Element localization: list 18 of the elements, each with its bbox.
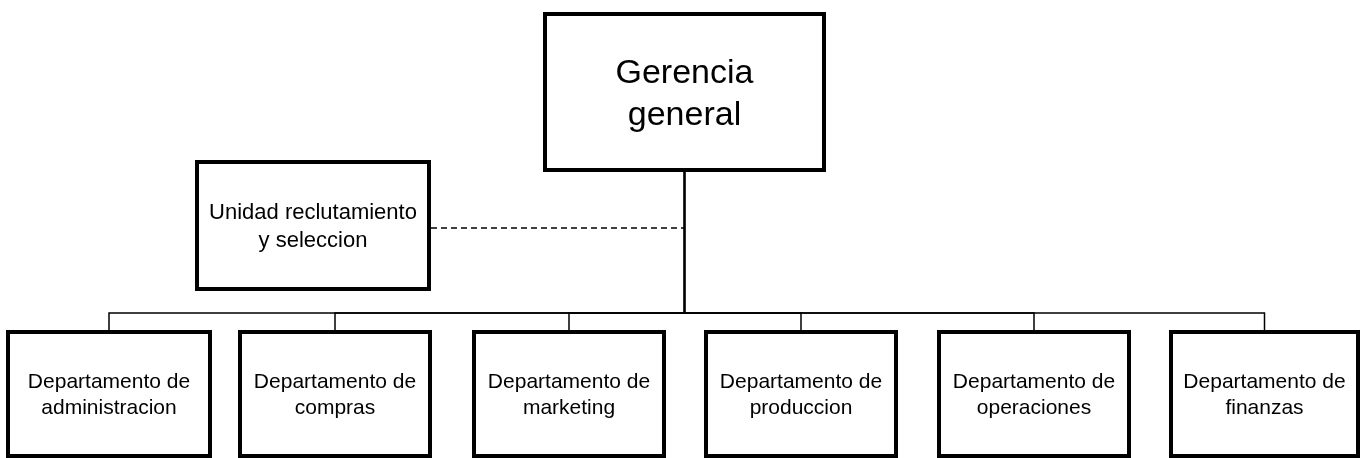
department-box (238, 330, 432, 458)
dashed-connector (430, 227, 686, 229)
staff-unit-box (195, 160, 431, 291)
box-text: Departamento de operaciones (951, 367, 1117, 420)
department-box (937, 330, 1131, 458)
connector-line (683, 171, 1266, 331)
box-text: Unidad reclutamiento y seleccion (209, 198, 417, 253)
box-text: Departamento de produccion (718, 367, 884, 420)
box-text: Departamento de finanzas (1182, 367, 1347, 420)
manager-box (543, 12, 826, 172)
box-text: Departamento de compras (252, 367, 418, 420)
department-box (704, 330, 898, 458)
department-box (472, 330, 666, 458)
box-text: Gerencia general (614, 50, 755, 134)
box-text: Departamento de administracion (26, 367, 192, 420)
department-box (6, 330, 212, 458)
box-text: Departamento de marketing (486, 367, 652, 420)
department-box (1169, 330, 1360, 458)
